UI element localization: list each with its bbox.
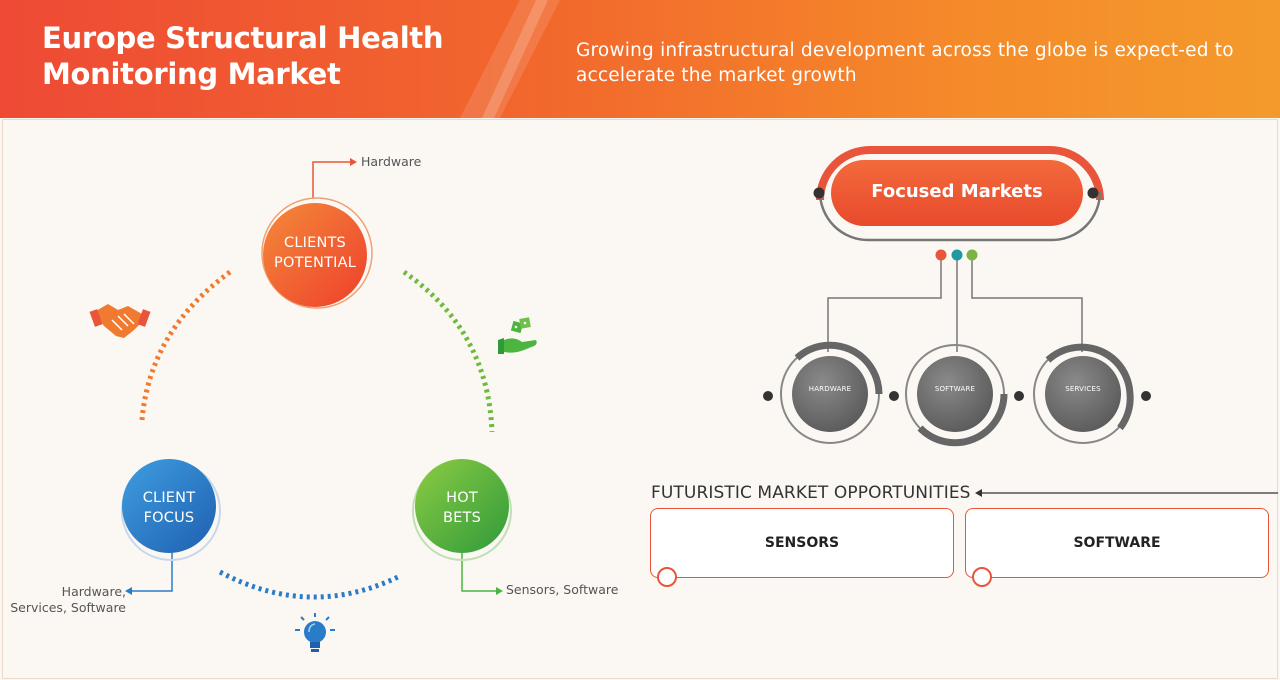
- grey-circle-software: [889, 344, 1024, 447]
- opportunity-box-software: SOFTWARE: [965, 508, 1269, 587]
- hot-bets-label: HOT BETS: [443, 490, 481, 526]
- clients-potential-note: Hardware: [361, 154, 422, 169]
- connector-clients-potential: [312, 158, 357, 198]
- client-focus-note: Hardware, Services, Software: [10, 584, 126, 615]
- focused-item-hardware: HARDWARE: [808, 385, 852, 393]
- arc-green: [402, 269, 495, 433]
- grey-circle-services: [1033, 343, 1151, 444]
- circle-client-focus: [121, 459, 221, 561]
- circle-hot-bets: [412, 459, 512, 561]
- connector-hot-bets: [461, 552, 503, 595]
- futuristic-title: FUTURISTIC MARKET OPPORTUNITIES: [651, 483, 971, 503]
- box-ring: [972, 567, 992, 587]
- dice-in-hand-icon: [498, 317, 537, 354]
- handshake-icon: [89, 304, 151, 338]
- circle-clients-potential: [261, 197, 373, 309]
- box-ring: [657, 567, 677, 587]
- futuristic-arrow: [975, 489, 1278, 497]
- page-title: Europe Structural Health Monitoring Mark…: [42, 21, 444, 91]
- focused-markets-connectors: [827, 249, 1083, 352]
- header-decoration: [460, 0, 560, 118]
- header-banner: Europe Structural Health Monitoring Mark…: [0, 0, 1280, 118]
- focused-markets-title: Focused Markets: [871, 181, 1043, 202]
- focused-markets-pill: [813, 146, 1104, 242]
- arc-blue: [218, 569, 402, 600]
- page-tagline: Growing infrastructural development acro…: [576, 40, 1234, 86]
- focused-item-software: SOFTWARE: [934, 385, 976, 393]
- lightbulb-icon: [295, 613, 335, 652]
- clients-potential-label: CLIENTS POTENTIAL: [274, 235, 356, 271]
- focused-item-services: SERVICES: [1065, 385, 1101, 393]
- arc-orange: [139, 269, 232, 421]
- opportunity-box-sensors: SENSORS: [650, 508, 954, 587]
- connector-client-focus: [125, 552, 173, 595]
- grey-circle-hardware: [763, 341, 883, 444]
- client-focus-label: CLIENT FOCUS: [142, 490, 196, 526]
- hot-bets-note: Sensors, Software: [506, 582, 619, 597]
- opportunity-label: SOFTWARE: [1073, 535, 1161, 551]
- opportunity-label: SENSORS: [764, 535, 840, 551]
